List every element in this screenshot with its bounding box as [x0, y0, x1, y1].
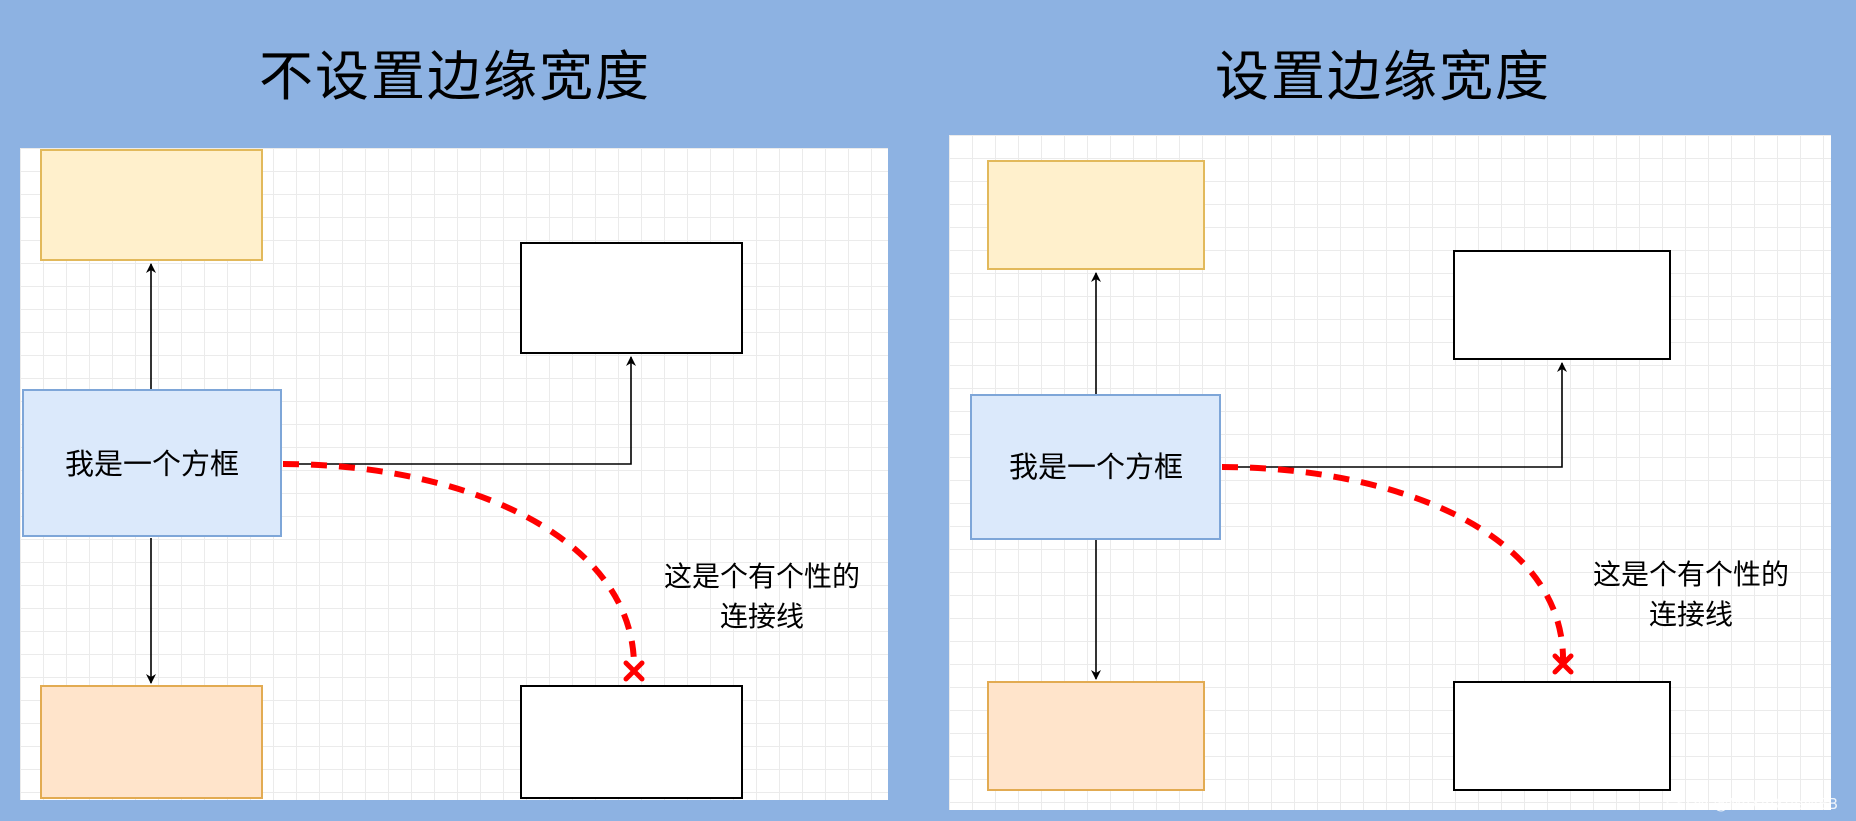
connector-label-line1: 这是个有个性的 — [664, 560, 860, 593]
right-diagram: 我是一个方框 这是个有个性的 连接线 — [970, 160, 1789, 791]
orange-box[interactable] — [987, 681, 1205, 791]
right-panel-title: 设置边缘宽度 — [1215, 45, 1551, 108]
right-diagram-canvas: 我是一个方框 这是个有个性的 连接线 — [949, 135, 1831, 810]
yellow-box[interactable] — [40, 149, 263, 261]
left-diagram: 我是一个方框 这是个有个性的 连接线 — [22, 149, 860, 799]
white-box-bottom[interactable] — [1453, 681, 1671, 791]
main-box-label: 我是一个方框 — [65, 447, 239, 481]
white-box-top[interactable] — [520, 242, 743, 354]
connector-label-line1: 这是个有个性的 — [1593, 558, 1789, 591]
main-box[interactable] — [22, 389, 282, 537]
watermark: CSDN @MoXinXueWEB — [1665, 795, 1838, 813]
elbow-arrow[interactable] — [1222, 362, 1567, 468]
connector-label-line2: 连接线 — [1649, 598, 1733, 631]
yellow-box[interactable] — [987, 160, 1205, 270]
dashed-connector[interactable] — [1221, 464, 1567, 664]
left-panel-title: 不设置边缘宽度 — [259, 45, 651, 108]
main-box-label: 我是一个方框 — [1009, 450, 1183, 484]
cross-marker — [1552, 653, 1574, 675]
white-box-bottom[interactable] — [520, 685, 743, 799]
white-box-top[interactable] — [1453, 250, 1671, 360]
dashed-connector[interactable] — [282, 461, 638, 671]
orange-box[interactable] — [40, 685, 263, 799]
connector-label-line2: 连接线 — [720, 600, 804, 633]
left-diagram-canvas: 我是一个方框 这是个有个性的 连接线 — [20, 148, 888, 800]
main-box[interactable] — [970, 394, 1221, 540]
elbow-arrow[interactable] — [283, 356, 636, 465]
cross-marker — [623, 660, 645, 682]
